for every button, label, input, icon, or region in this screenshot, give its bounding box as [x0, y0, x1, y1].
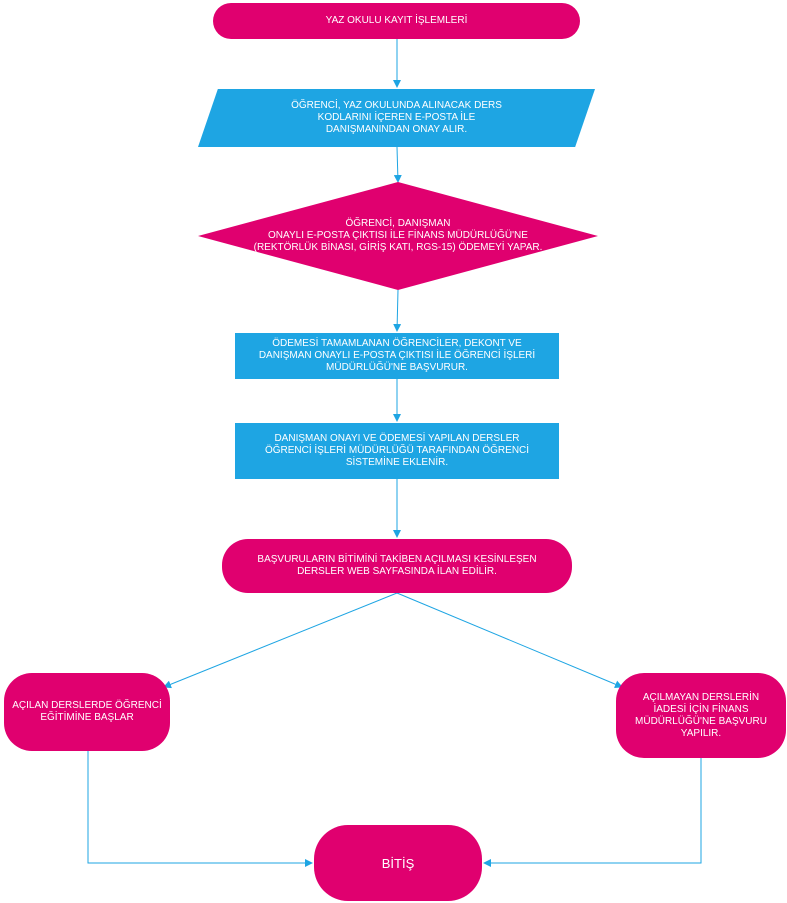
arrow-opened-to-end: [87, 751, 313, 867]
payment-label: ÖĞRENCİ, DANIŞMAN ONAYLI E-POSTA ÇIKTISI…: [253, 218, 543, 253]
arrow-announce-to-refund: [396, 592, 623, 688]
arrow-announce-to-opened: [163, 592, 398, 689]
start-node: YAZ OKULU KAYIT İŞLEMLERİ: [213, 3, 580, 39]
opened-courses-node: AÇILAN DERSLERDE ÖĞRENCİ EĞİTİMİNE BAŞLA…: [4, 673, 170, 751]
arrow-approval-to-payment: [393, 146, 402, 183]
register-label: DANIŞMAN ONAYI VE ÖDEMESİ YAPILAN DERSLE…: [264, 433, 530, 468]
announce-label: BAŞVURULARIN BİTİMİNİ TAKİBEN AÇILMASI K…: [257, 554, 537, 577]
refund-node: AÇILMAYAN DERSLERİN İADESİ İÇİN FİNANS M…: [616, 673, 786, 758]
end-node: BİTİŞ: [314, 825, 482, 901]
apply-label: ÖDEMESİ TAMAMLANAN ÖĞRENCİLER, DEKONT VE…: [258, 338, 536, 373]
end-label: BİTİŞ: [381, 855, 415, 871]
announce-node: BAŞVURULARIN BİTİMİNİ TAKİBEN AÇILMASI K…: [222, 539, 572, 593]
process-node-register: DANIŞMAN ONAYI VE ÖDEMESİ YAPILAN DERSLE…: [235, 423, 559, 479]
refund-label: AÇILMAYAN DERSLERİN İADESİ İÇİN FİNANS M…: [635, 691, 767, 739]
process-node-apply: ÖDEMESİ TAMAMLANAN ÖĞRENCİLER, DEKONT VE…: [235, 333, 559, 379]
input-node-approval: ÖĞRENCİ, YAZ OKULUNDA ALINACAK DERS KODL…: [198, 89, 595, 147]
start-label: YAZ OKULU KAYIT İŞLEMLERİ: [325, 15, 468, 26]
opened-label: AÇILAN DERSLERDE ÖĞRENCİ EĞİTİMİNE BAŞLA…: [12, 700, 162, 723]
arrow-refund-to-end: [483, 758, 702, 867]
arrow-payment-to-apply: [393, 289, 402, 332]
approval-label: ÖĞRENCİ, YAZ OKULUNDA ALINACAK DERS KODL…: [291, 100, 502, 135]
